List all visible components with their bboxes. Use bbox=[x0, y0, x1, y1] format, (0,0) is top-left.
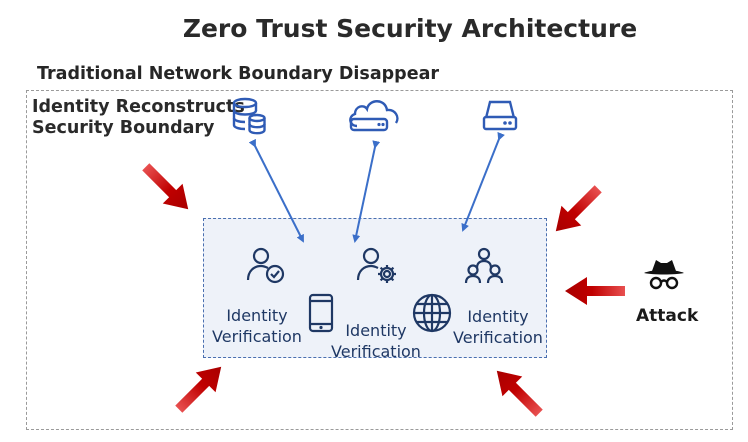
database-link-arrow bbox=[248, 138, 304, 243]
tablet-icon bbox=[308, 293, 334, 333]
attack-arrow-top-right bbox=[555, 185, 602, 232]
attacker-spy-icon bbox=[644, 260, 684, 290]
attack-arrow-bottom-right bbox=[496, 370, 543, 417]
outer-network-boundary bbox=[26, 90, 733, 430]
database-icon bbox=[232, 97, 266, 135]
attack-label: Attack bbox=[636, 306, 699, 326]
cloud-link-arrow bbox=[352, 140, 381, 243]
label-line2: Verification bbox=[453, 328, 543, 347]
storage-drive-icon bbox=[482, 100, 518, 131]
user-settings-icon bbox=[356, 247, 396, 283]
label-line2: Verification bbox=[212, 327, 302, 346]
globe-icon bbox=[412, 293, 452, 333]
label-line1: Identity bbox=[467, 307, 529, 326]
identity-verification-label-3: Identity Verification bbox=[444, 306, 552, 348]
label-line1: Identity bbox=[226, 306, 288, 325]
identity-boundary-label: Identity Reconstructs Security Boundary bbox=[32, 97, 245, 139]
storage-link-arrow bbox=[461, 131, 505, 232]
attack-arrow-right bbox=[565, 277, 625, 305]
attack-arrow-top-left bbox=[142, 163, 189, 210]
identity-boundary-line1: Identity Reconstructs bbox=[32, 97, 245, 117]
label-line1: Identity bbox=[345, 321, 407, 340]
user-check-icon bbox=[246, 247, 285, 284]
label-line2: Verification bbox=[331, 342, 421, 361]
subtitle: Traditional Network Boundary Disappear bbox=[37, 64, 440, 84]
identity-verification-label-2: Identity Verification bbox=[322, 320, 430, 362]
cloud-server-icon bbox=[349, 100, 399, 132]
user-group-icon bbox=[464, 247, 504, 284]
identity-verification-label-1: Identity Verification bbox=[203, 305, 311, 347]
identity-boundary-line2: Security Boundary bbox=[32, 118, 215, 138]
attack-arrow-bottom-left bbox=[175, 366, 222, 413]
diagram-title: Zero Trust Security Architecture bbox=[182, 14, 638, 43]
